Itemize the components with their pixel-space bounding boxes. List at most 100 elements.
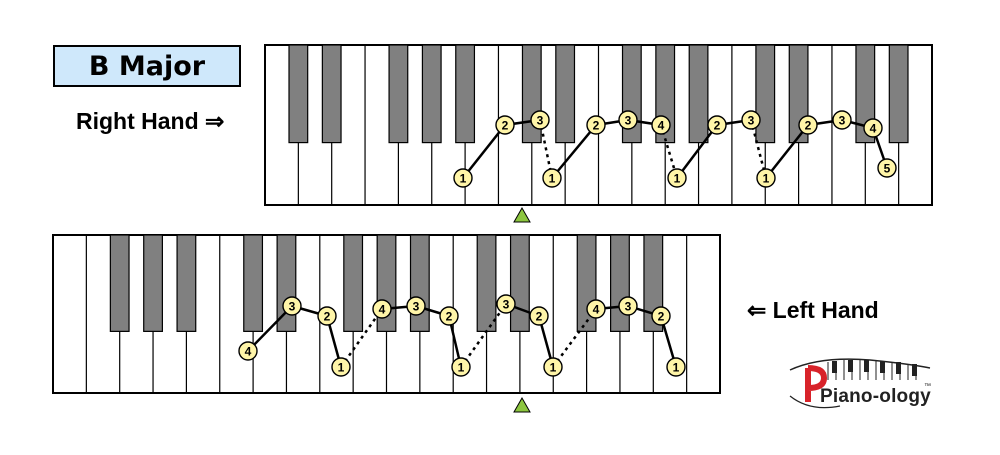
- rh-finger-number: 5: [884, 162, 891, 176]
- lh-finger-number: 1: [673, 361, 680, 375]
- lh-keyboard-black-key: [109, 234, 130, 332]
- rh-keyboard-black-key: [288, 44, 309, 144]
- lh-finger-circle: [282, 296, 302, 316]
- rh-finger-number: 3: [537, 114, 544, 128]
- lh-connector: [551, 308, 598, 368]
- logo-trademark: ™: [924, 383, 931, 390]
- lh-finger-number: 3: [413, 300, 420, 314]
- rh-keyboard-black-key: [855, 44, 876, 144]
- right-hand-label: Right Hand ⇒: [76, 108, 225, 134]
- rh-keyboard-black-key: [321, 44, 342, 144]
- rh-keyboard-black-key: [455, 44, 476, 144]
- rh-finger-number: 1: [460, 172, 467, 186]
- rh-finger-number: 4: [658, 119, 665, 133]
- lh-finger-number: 4: [379, 303, 386, 317]
- lh-finger-circle: [406, 296, 426, 316]
- lh-keyboard-black-key: [243, 234, 264, 332]
- lh-finger-circle: [451, 357, 471, 377]
- rh-finger-circle: [667, 168, 687, 188]
- rh-finger-number: 2: [805, 119, 812, 133]
- lh-finger-circle: [439, 306, 459, 326]
- lh-finger-circle: [238, 341, 258, 361]
- rh-finger-number: 2: [502, 119, 509, 133]
- rh-finger-circle: [618, 110, 638, 130]
- rh-keyboard-black-key: [388, 44, 409, 144]
- rh-finger-circle: [651, 115, 671, 135]
- rh-connector: [551, 124, 597, 179]
- rh-finger-number: 1: [763, 172, 770, 186]
- rh-connector: [462, 124, 506, 179]
- scale-title-box: B Major: [53, 45, 241, 87]
- lh-keyboard-black-key: [509, 234, 530, 332]
- lh-finger-number: 4: [245, 345, 252, 359]
- rh-finger-number: 1: [549, 172, 556, 186]
- lh-finger-number: 1: [338, 361, 345, 375]
- lh-finger-number: 2: [446, 310, 453, 324]
- left-hand-label: ⇐ Left Hand: [747, 297, 879, 323]
- logo-text: Piano-ology: [820, 386, 931, 407]
- rh-finger-circle: [707, 115, 727, 135]
- rh-finger-number: 4: [870, 122, 877, 136]
- rh-finger-circle: [453, 168, 473, 188]
- lh-keyboard-black-key: [409, 234, 430, 332]
- lh-middle-c-marker: [513, 396, 531, 413]
- rh-keyboard-black-key: [555, 44, 576, 144]
- pianology-logo: Piano-ology ™: [780, 356, 960, 414]
- lh-finger-number: 3: [289, 300, 296, 314]
- lh-finger-number: 4: [593, 303, 600, 317]
- lh-keyboard-black-key: [143, 234, 163, 332]
- lh-connector: [339, 308, 384, 368]
- lh-finger-circle: [666, 357, 686, 377]
- lh-keyboard-black-key: [176, 234, 197, 332]
- lh-finger-number: 3: [625, 300, 632, 314]
- lh-finger-number: 2: [658, 310, 665, 324]
- lh-finger-circle: [586, 299, 606, 319]
- lh-finger-circle: [651, 306, 671, 326]
- lh-finger-circle: [317, 306, 337, 326]
- rh-finger-number: 1: [674, 172, 681, 186]
- rh-finger-number: 3: [748, 114, 755, 128]
- rh-finger-circle: [741, 110, 761, 130]
- lh-keyboard-black-key: [476, 234, 497, 332]
- scale-title: B Major: [88, 50, 206, 82]
- rh-connector: [676, 124, 718, 179]
- lh-finger-number: 2: [324, 310, 331, 324]
- lh-connector: [247, 305, 293, 352]
- rh-finger-circle: [495, 115, 515, 135]
- pianology-logo-icon: [789, 358, 931, 409]
- rh-finger-number: 2: [593, 119, 600, 133]
- lh-finger-number: 3: [503, 298, 510, 312]
- lh-finger-circle: [372, 299, 392, 319]
- rh-finger-circle: [756, 168, 776, 188]
- rh-connector: [749, 119, 768, 179]
- rh-keyboard-black-key: [888, 44, 909, 144]
- lh-finger-circle: [529, 306, 549, 326]
- rh-finger-number: 3: [625, 114, 632, 128]
- rh-finger-circle: [798, 115, 818, 135]
- lh-finger-number: 1: [458, 361, 465, 375]
- rh-finger-circle: [530, 110, 550, 130]
- rh-finger-circle: [863, 118, 883, 138]
- lh-connector: [459, 303, 508, 368]
- lh-finger-number: 1: [550, 361, 557, 375]
- rh-connector: [538, 119, 554, 179]
- lh-finger-circle: [496, 294, 516, 314]
- rh-middle-c-marker: [513, 206, 531, 223]
- lh-keyboard-black-key: [610, 234, 630, 332]
- rh-keyboard-black-key: [421, 44, 442, 144]
- lh-finger-circle: [618, 296, 638, 316]
- rh-finger-number: 3: [839, 114, 846, 128]
- rh-finger-circle: [877, 158, 897, 178]
- rh-finger-number: 2: [714, 119, 721, 133]
- lh-keyboard-black-key: [343, 234, 364, 332]
- rh-keyboard-black-key: [755, 44, 776, 144]
- rh-keyboard-black-key: [688, 44, 709, 144]
- rh-finger-circle: [586, 115, 606, 135]
- rh-connector: [765, 124, 809, 179]
- lh-finger-number: 2: [536, 310, 543, 324]
- rh-finger-circle: [542, 168, 562, 188]
- lh-finger-circle: [543, 357, 563, 377]
- rh-finger-circle: [832, 110, 852, 130]
- lh-finger-circle: [331, 357, 351, 377]
